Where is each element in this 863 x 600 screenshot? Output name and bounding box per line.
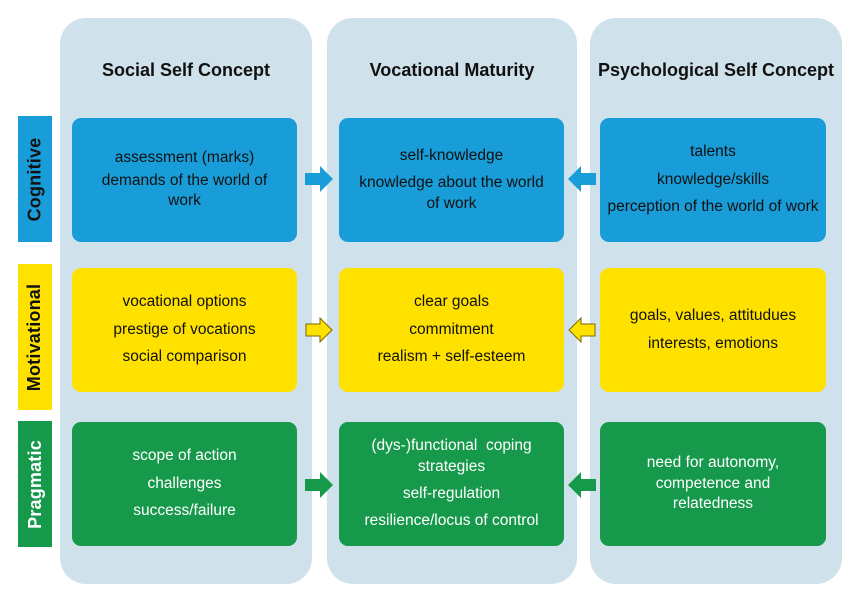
box-cognitive-social: assessment (marks) demands of the world … [72,118,297,242]
column-title-vocational: Vocational Maturity [369,60,535,80]
arrow-left-icon [568,317,596,343]
box-item: prestige of vocations [113,320,256,338]
box-item: (dys-)functional coping strategies [371,437,536,475]
column-title-social: Social Self Concept [101,60,271,80]
row-label-pragmatic: Pragmatic [18,421,52,547]
box-item: commitment [409,320,494,338]
box-item: success/failure [133,502,236,520]
box-motivational-psychological: goals, values, attitudues interests, emo… [600,268,826,392]
box-item: knowledge about the world of work [359,174,544,212]
box-item: demands of the world of work [101,171,268,210]
box-item: interests, emotions [647,334,779,352]
box-item: self-regulation [402,485,501,502]
box-item: perception of the world of work [607,198,819,216]
box-item: clear goals [414,293,489,311]
box-item: vocational options [122,293,247,311]
box-item: assessment (marks) [114,149,255,167]
box-item: talents [690,143,736,161]
box-item: need for autonomy, competence and relate… [646,454,780,513]
row-label-cognitive: Cognitive [18,116,52,242]
row-label-pragmatic-text: Pragmatic [24,439,45,529]
column-title-psychological: Psychological Self Concept [597,60,835,80]
box-item: scope of action [132,447,237,465]
box-item: knowledge/skills [657,170,769,188]
arrow-left-icon [568,472,596,498]
box-pragmatic-psychological: need for autonomy, competence and relate… [600,422,826,546]
box-item: self-knowledge [399,146,504,164]
arrow-right-icon [305,317,333,343]
box-motivational-vocational: clear goals commitment realism + self-es… [339,268,564,392]
box-item: resilience/locus of control [364,512,539,530]
arrow-right-icon [305,472,333,498]
box-item: goals, values, attitudues [629,307,797,325]
box-motivational-social: vocational options prestige of vocations… [72,268,297,392]
box-pragmatic-social: scope of action challenges success/failu… [72,422,297,546]
box-pragmatic-vocational: (dys-)functional coping strategies self-… [339,422,564,546]
box-item: realism + self-esteem [377,348,526,366]
box-cognitive-vocational: self-knowledge knowledge about the world… [339,118,564,242]
box-item: challenges [147,474,222,492]
box-item: social comparison [122,348,247,366]
row-label-cognitive-text: Cognitive [24,137,45,221]
box-cognitive-psychological: talents knowledge/skills perception of t… [600,118,826,242]
row-label-motivational-text: Motivational [24,283,45,391]
arrow-left-icon [568,166,596,192]
row-label-motivational: Motivational [18,264,52,410]
arrow-right-icon [305,166,333,192]
